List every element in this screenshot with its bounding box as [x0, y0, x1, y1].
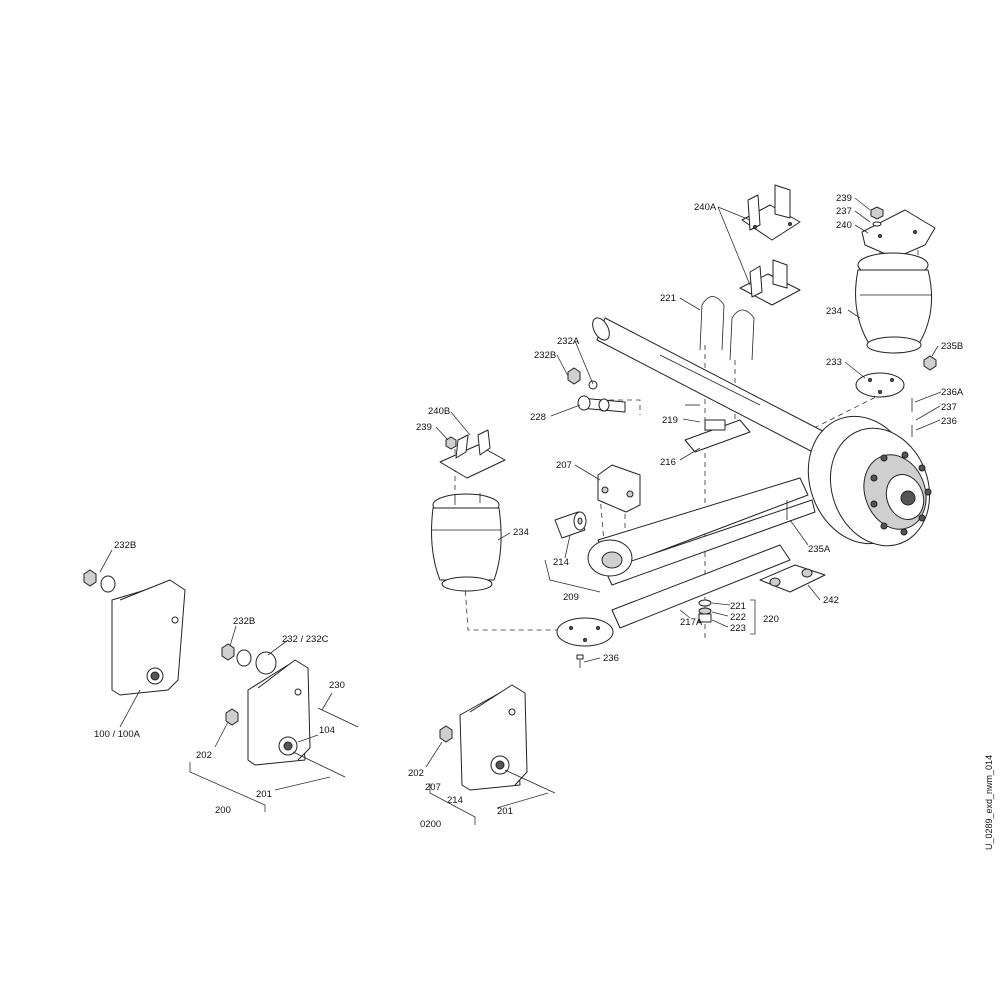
label-201: 201: [497, 806, 513, 817]
label-237: 237: [836, 206, 852, 217]
label-233: 233: [826, 357, 842, 368]
label-236: 236: [941, 416, 957, 427]
air-spring-234-right: [855, 252, 933, 354]
label-236A: 236A: [941, 387, 964, 398]
piston-plate-233: [855, 355, 937, 398]
leader-lines: [99, 197, 942, 825]
shock-absorber-228: [567, 367, 626, 413]
label-236: 236: [603, 653, 619, 664]
label-207: 207: [556, 460, 572, 471]
label-202: 202: [408, 768, 424, 779]
label-220: 220: [763, 614, 779, 625]
label-235A: 235A: [808, 544, 831, 555]
label-240: 240: [836, 220, 852, 231]
bushing-214: [554, 511, 587, 539]
label-214: 214: [553, 557, 569, 568]
label-100-100A: 100 / 100A: [94, 729, 141, 740]
wheel-studs: [870, 451, 932, 536]
air-spring-234-left: [431, 493, 502, 592]
label-228: 228: [530, 412, 546, 423]
bracket-240A-upper: [741, 184, 801, 241]
label-232B: 232B: [114, 540, 136, 551]
label-202: 202: [196, 750, 212, 761]
lower-spring-plate: [556, 617, 614, 668]
part-labels: 240A 239 237 240 221 234 232A 232B 235B …: [94, 193, 964, 830]
label-216: 216: [660, 457, 676, 468]
clamp-bracket-216: [684, 404, 751, 453]
label-0200: 0200: [420, 819, 441, 830]
label-232-232C: 232 / 232C: [282, 634, 329, 645]
hanger-200-group: [221, 643, 359, 778]
label-242: 242: [823, 595, 839, 606]
hanger-100: [83, 569, 186, 696]
hanger-0200-group: [439, 684, 556, 794]
label-230: 230: [329, 680, 345, 691]
label-222: 222: [730, 612, 746, 623]
label-200: 200: [215, 805, 231, 816]
label-223: 223: [730, 623, 746, 634]
label-235B: 235B: [941, 341, 963, 352]
label-232B: 232B: [534, 350, 556, 361]
label-239: 239: [416, 422, 432, 433]
label-234: 234: [513, 527, 529, 538]
label-239: 239: [836, 193, 852, 204]
label-221: 221: [730, 601, 746, 612]
trailing-arm-spring: [587, 477, 816, 629]
label-237: 237: [941, 402, 957, 413]
label-240B: 240B: [428, 406, 450, 417]
label-214: 214: [447, 795, 463, 806]
brake-drum-hub: [807, 415, 932, 547]
label-234: 234: [826, 306, 842, 317]
label-217A: 217A: [680, 617, 703, 628]
label-104: 104: [319, 725, 335, 736]
hanger-207: [597, 464, 641, 513]
label-221: 221: [660, 293, 676, 304]
drawing-id: U_0289_exd_nwm_014: [984, 755, 994, 850]
u-bolts-221: [699, 296, 755, 361]
washer-stack-220: [698, 599, 712, 623]
label-219: 219: [662, 415, 678, 426]
bracket-240A-lower: [739, 259, 801, 306]
mounting-plate-240B: [439, 429, 506, 479]
top-plate-240: [861, 206, 936, 259]
label-232A: 232A: [557, 336, 580, 347]
label-240A: 240A: [694, 202, 717, 213]
bottom-plate-242: [759, 564, 826, 593]
label-201: 201: [256, 789, 272, 800]
label-232B: 232B: [233, 616, 255, 627]
label-209: 209: [563, 592, 579, 603]
label-207: 207: [425, 782, 441, 793]
